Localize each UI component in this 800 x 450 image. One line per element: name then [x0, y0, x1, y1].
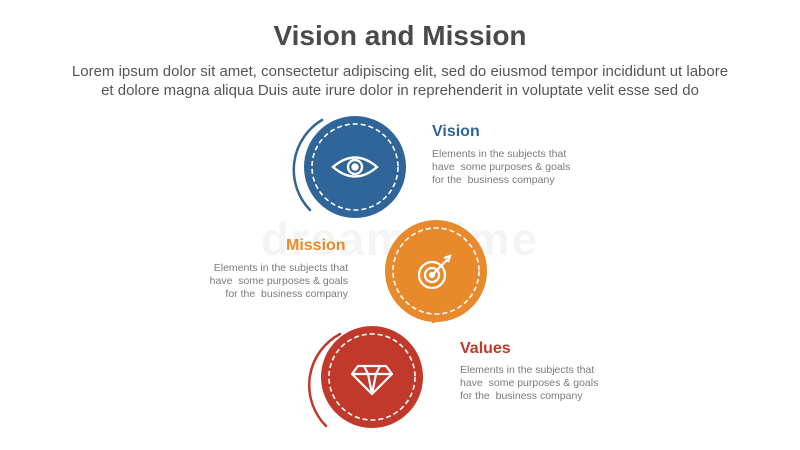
subtitle-line-2: et dolore magna aliqua Duis aute irure d… — [101, 82, 699, 99]
vision-desc-line: have some purposes & goals — [432, 161, 571, 173]
values-desc-line: Elements in the subjects that — [460, 364, 595, 376]
vision-node — [292, 116, 406, 218]
mission-dashed-ring — [392, 227, 480, 315]
mission-title: Mission — [286, 237, 346, 254]
subtitle-line-1: Lorem ipsum dolor sit amet, consectetur … — [71, 63, 729, 80]
vision-outer-arc — [292, 118, 324, 212]
mission-node — [385, 220, 487, 324]
values-desc-line: have some purposes & goals — [460, 377, 599, 389]
values-title: Values — [460, 340, 511, 357]
page-title: Vision and Mission — [273, 20, 527, 51]
vision-title: Vision — [432, 123, 480, 140]
diamond-icon — [350, 364, 394, 396]
values-circle — [321, 326, 423, 428]
values-node — [308, 326, 423, 428]
vision-desc-line: for the business company — [432, 174, 555, 186]
mission-desc-line: have some purposes & goals — [209, 275, 348, 287]
vision-desc-line: Elements in the subjects that — [432, 148, 567, 160]
target-arrow-icon — [417, 254, 452, 290]
eye-icon — [331, 156, 379, 178]
values-desc-line: for the business company — [460, 390, 583, 402]
values-dashed-ring — [328, 333, 416, 421]
page-subtitle: Lorem ipsum dolor sit amet, consectetur … — [30, 62, 770, 100]
mission-desc-line: for the business company — [225, 288, 348, 300]
vision-dashed-ring — [311, 123, 399, 211]
mission-desc-line: Elements in the subjects that — [213, 262, 348, 274]
values-outer-arc — [308, 332, 342, 428]
